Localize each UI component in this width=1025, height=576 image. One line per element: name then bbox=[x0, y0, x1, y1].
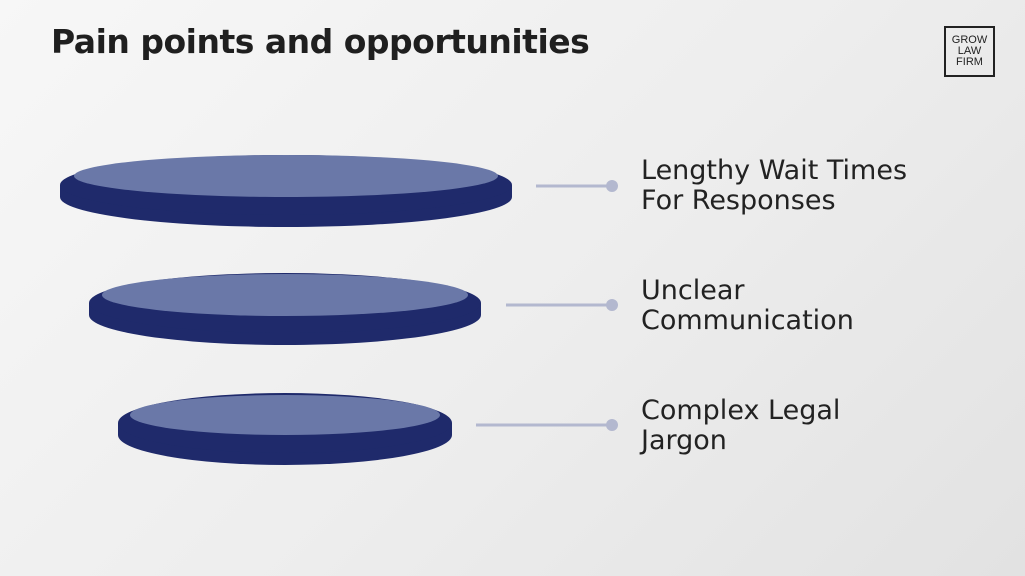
label-line: Complex Legal bbox=[641, 395, 841, 426]
connector-1 bbox=[536, 180, 618, 192]
pain-point-label-2: Unclear Communication bbox=[641, 276, 854, 336]
connector-2 bbox=[506, 299, 618, 311]
logo-line: GROW bbox=[951, 34, 988, 46]
connector-3 bbox=[476, 419, 618, 431]
label-line: Communication bbox=[641, 305, 854, 336]
label-line: Unclear bbox=[641, 275, 745, 306]
pain-point-label-1: Lengthy Wait Times For Responses bbox=[641, 156, 907, 216]
label-line: For Responses bbox=[641, 185, 836, 216]
logo-line: LAW bbox=[957, 45, 982, 57]
disc-3 bbox=[118, 393, 452, 465]
grow-law-firm-logo: GROW LAW FIRM bbox=[944, 26, 995, 77]
label-line: Jargon bbox=[641, 425, 727, 456]
disc-1 bbox=[60, 155, 512, 227]
pain-point-label-3: Complex Legal Jargon bbox=[641, 396, 840, 456]
page-title: Pain points and opportunities bbox=[51, 22, 590, 61]
logo-line: FIRM bbox=[956, 56, 983, 68]
label-line: Lengthy Wait Times bbox=[641, 155, 908, 186]
disc-2 bbox=[89, 273, 481, 345]
